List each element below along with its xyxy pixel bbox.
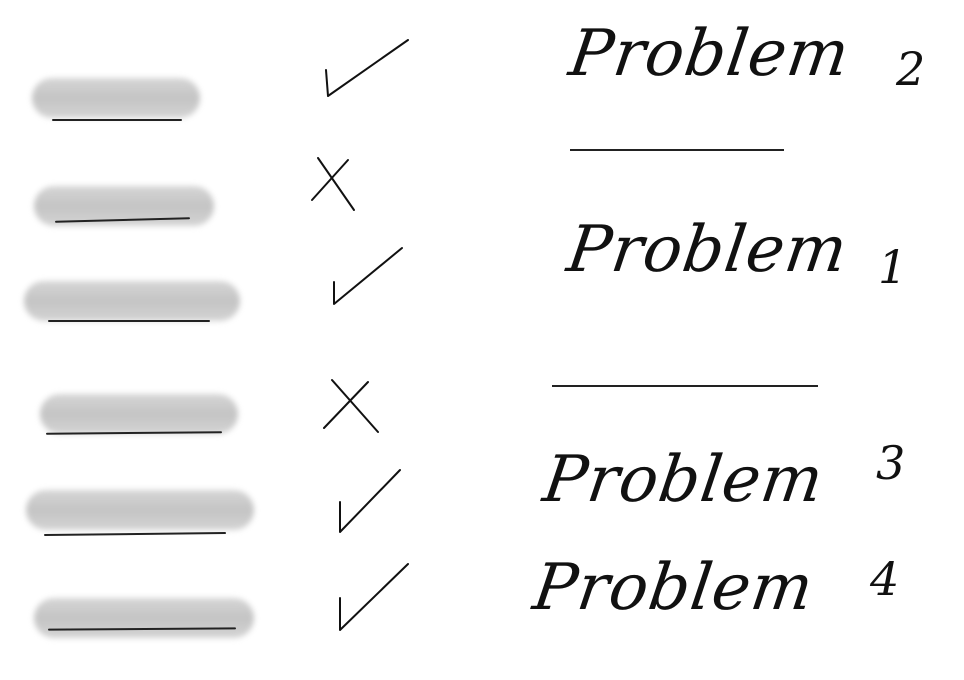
redacted-underline-3 [48,320,210,322]
problem-number: 4 [870,552,901,606]
problem-number: 2 [896,42,927,96]
check-icon [325,39,409,97]
redacted-item-5 [26,490,254,530]
redacted-underline-1 [52,119,182,121]
problem-number: 1 [878,240,909,294]
redacted-item-4 [40,394,238,434]
cross-icon [311,157,355,211]
redacted-underline-4 [45,431,223,435]
redacted-item-1 [32,78,200,118]
redacted-item-6 [34,598,254,638]
check-icon [333,247,403,305]
divider-line [570,149,784,151]
check-icon [339,469,401,533]
divider-line [552,385,818,387]
problem-label: Problem [562,213,853,287]
cross-icon [323,379,379,433]
check-icon [339,563,409,631]
problem-label: Problem [564,17,855,91]
problem-label: Problem [538,443,829,517]
problem-label: Problem [528,551,819,625]
redacted-item-3 [24,281,240,321]
redacted-underline-5 [43,532,227,536]
problem-number: 3 [876,436,907,490]
